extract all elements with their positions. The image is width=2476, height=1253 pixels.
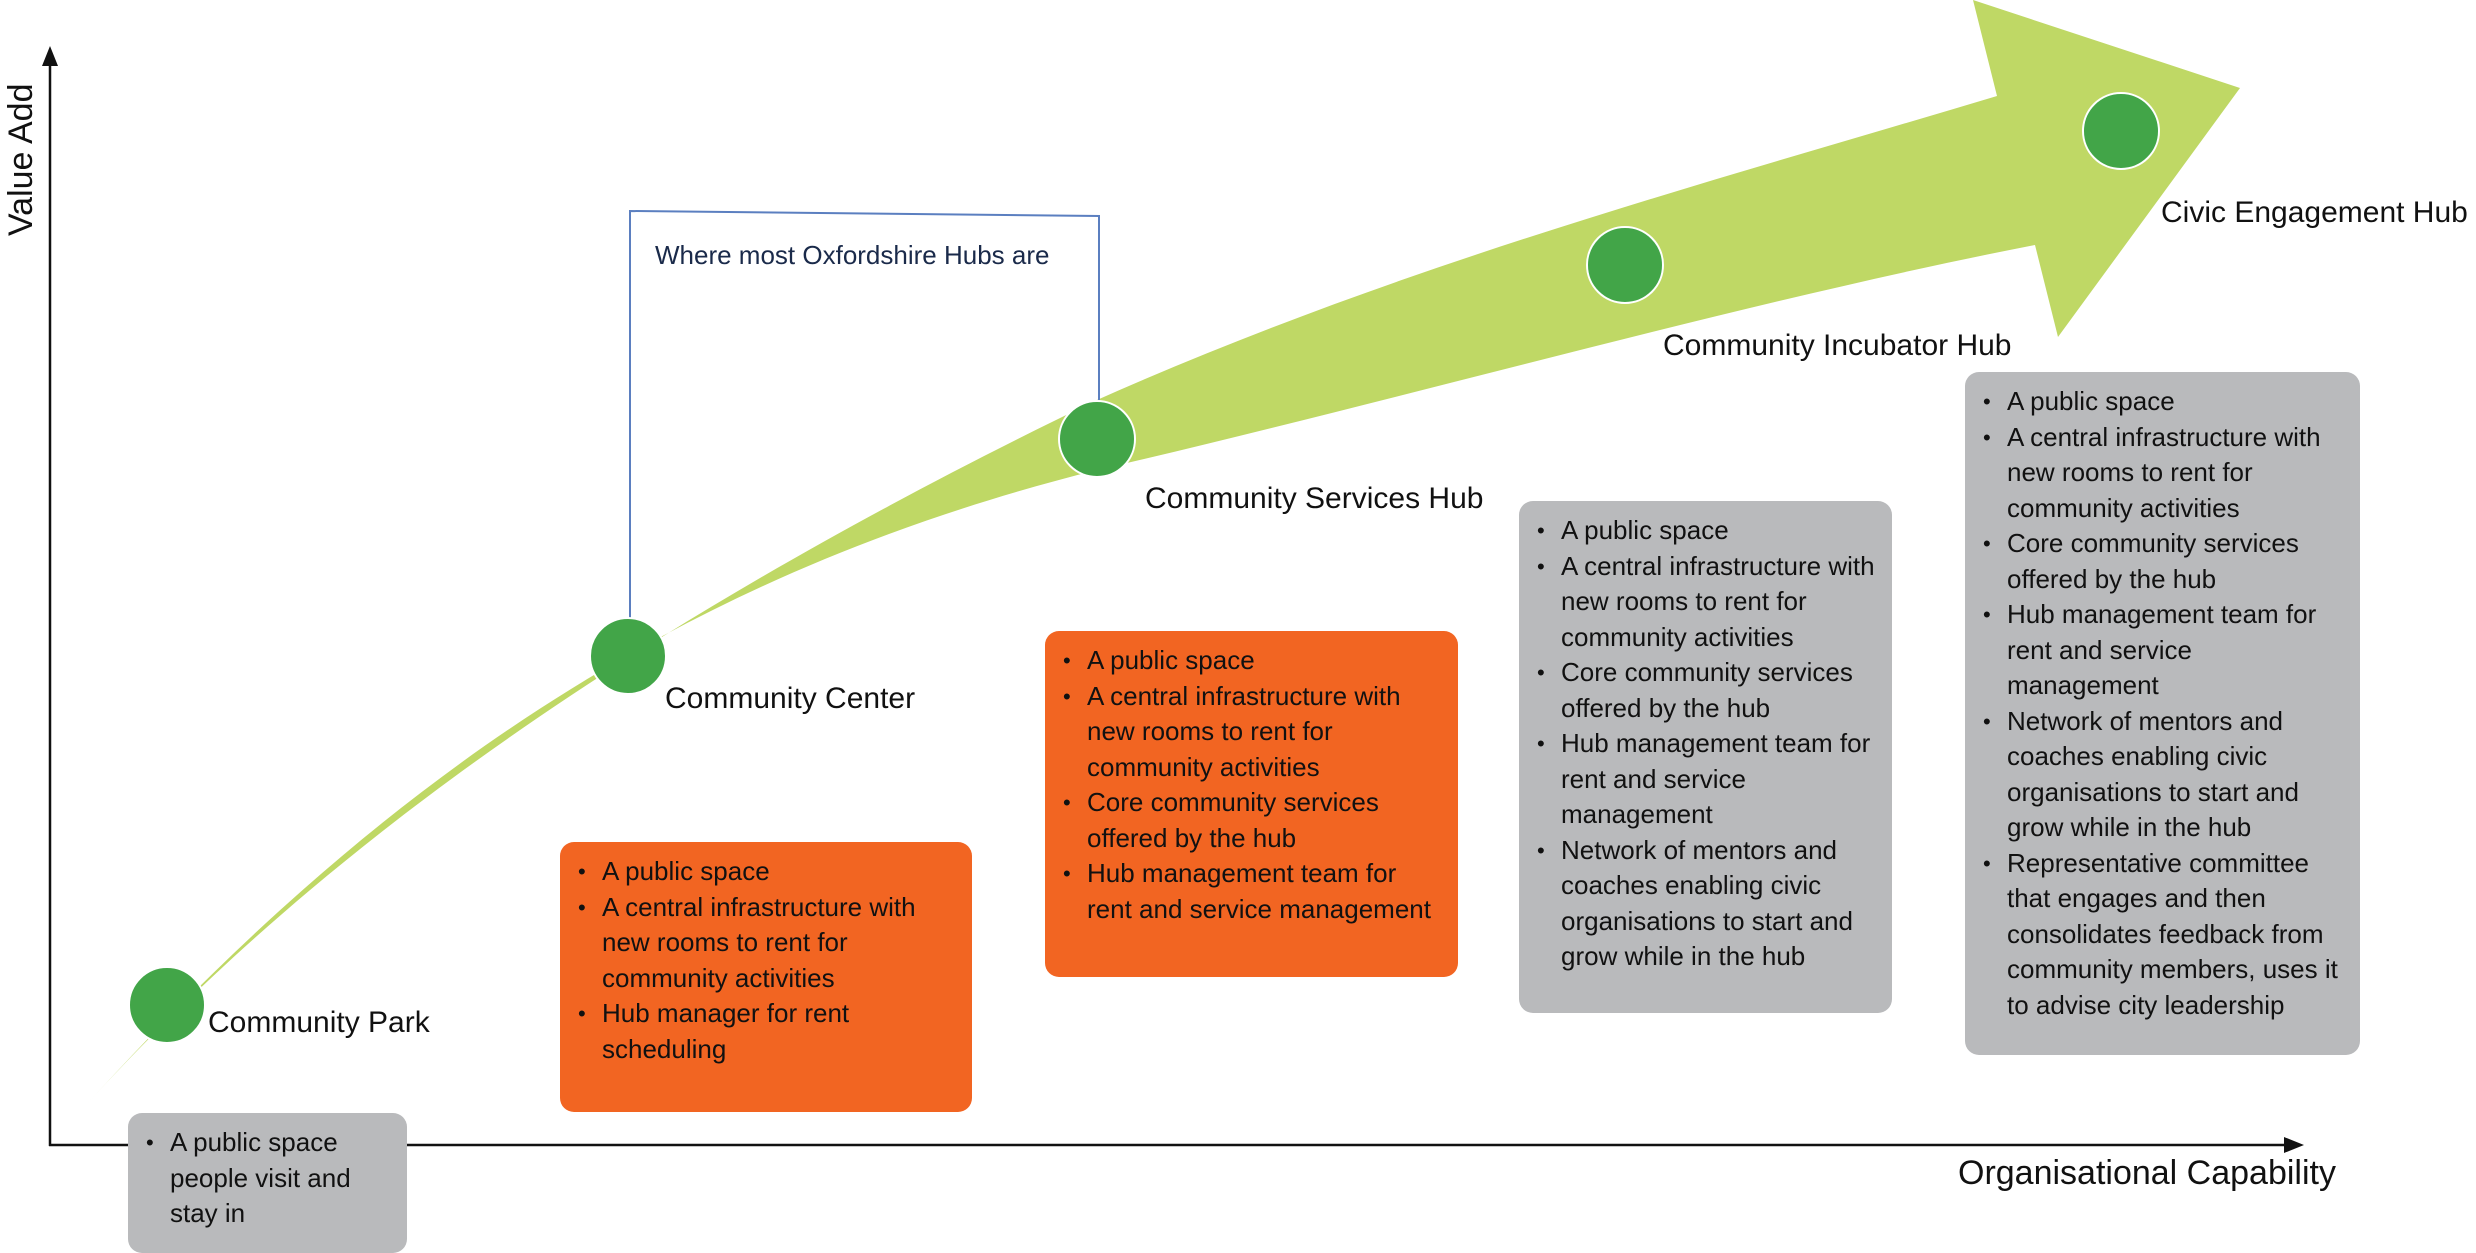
feature-item: Core community services offered by the h…: [1059, 785, 1448, 856]
feature-item: A central infrastructure with new rooms …: [1059, 679, 1448, 786]
features-box-community-center: A public space A central infrastructure …: [560, 842, 972, 1112]
feature-item: Representative committee that engages an…: [1979, 846, 2350, 1024]
features-box-community-park: A public space people visit and stay in: [128, 1113, 407, 1253]
feature-item: Core community services offered by the h…: [1979, 526, 2350, 597]
y-axis-label: Value Add: [2, 83, 40, 236]
milestone-civic-engagement-hub: [2082, 92, 2160, 170]
stage-label-community-services-hub: Community Services Hub: [1145, 482, 1484, 515]
feature-item: Network of mentors and coaches enabling …: [1533, 833, 1882, 975]
feature-item: A public space: [1533, 513, 1882, 549]
features-box-community-incubator-hub: A public space A central infrastructure …: [1519, 501, 1892, 1013]
x-axis-arrowhead-icon: [2284, 1137, 2304, 1153]
oxfordshire-bracket: [629, 209, 1100, 620]
feature-item: Network of mentors and coaches enabling …: [1979, 704, 2350, 846]
milestone-community-center: [589, 617, 667, 695]
feature-item: A central infrastructure with new rooms …: [574, 890, 962, 997]
milestone-community-park: [128, 966, 206, 1044]
y-axis-arrowhead-icon: [42, 46, 58, 66]
bracket-label: Where most Oxfordshire Hubs are: [655, 240, 1050, 270]
feature-list: A public space people visit and stay in: [142, 1125, 397, 1232]
feature-item: Core community services offered by the h…: [1533, 655, 1882, 726]
feature-item: A central infrastructure with new rooms …: [1533, 549, 1882, 656]
features-box-community-services-hub: A public space A central infrastructure …: [1045, 631, 1458, 977]
y-axis: [42, 46, 58, 1146]
stage-label-civic-engagement-hub: Civic Engagement Hub: [2161, 196, 2468, 229]
feature-item: Hub management team for rent and service…: [1979, 597, 2350, 704]
feature-list: A public space A central infrastructure …: [1979, 384, 2350, 1023]
feature-list: A public space A central infrastructure …: [1059, 643, 1448, 927]
feature-list: A public space A central infrastructure …: [574, 854, 962, 1067]
feature-list: A public space A central infrastructure …: [1533, 513, 1882, 975]
feature-item: A public space people visit and stay in: [142, 1125, 397, 1232]
stage-label-community-park: Community Park: [208, 1006, 430, 1039]
milestone-community-services-hub: [1058, 400, 1136, 478]
feature-item: Hub management team for rent and service…: [1533, 726, 1882, 833]
feature-item: A public space: [574, 854, 962, 890]
feature-item: Hub management team for rent and service…: [1059, 856, 1448, 927]
x-axis: [49, 1137, 2304, 1153]
feature-item: A public space: [1059, 643, 1448, 679]
feature-item: A central infrastructure with new rooms …: [1979, 420, 2350, 527]
milestone-community-incubator-hub: [1586, 226, 1664, 304]
x-axis-label: Organisational Capability: [1958, 1154, 2336, 1192]
features-box-civic-engagement-hub: A public space A central infrastructure …: [1965, 372, 2360, 1055]
growth-arrow: [86, 0, 2240, 1105]
stage-label-community-incubator-hub: Community Incubator Hub: [1663, 329, 2012, 362]
feature-item: Hub manager for rent scheduling: [574, 996, 962, 1067]
stage-label-community-center: Community Center: [665, 682, 916, 715]
feature-item: A public space: [1979, 384, 2350, 420]
